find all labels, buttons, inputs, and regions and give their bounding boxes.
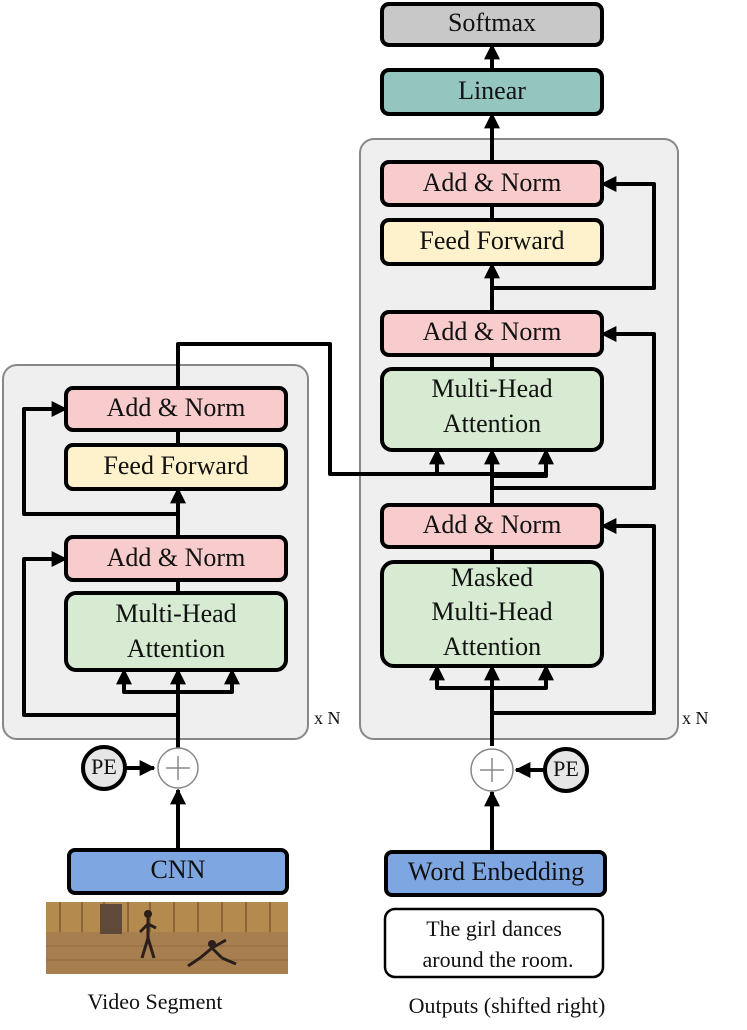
encoder-add-norm-bottom: Add & Norm xyxy=(64,535,288,582)
encoder-multi-head-attention: Multi-Head Attention xyxy=(64,591,288,672)
word-embedding-label: Word Enbedding xyxy=(408,857,584,886)
decoder-add-norm-top-label: Add & Norm xyxy=(423,168,562,197)
cnn-label: CNN xyxy=(151,855,206,884)
encoder-add-norm-bottom-label: Add & Norm xyxy=(107,543,246,572)
decoder-add-norm-mid: Add & Norm xyxy=(380,310,604,357)
decoder-pe-label: PE xyxy=(553,756,579,781)
decoder-cross-attention: Multi-Head Attention xyxy=(380,367,604,452)
decoder-add-norm-top: Add & Norm xyxy=(380,160,604,207)
outputs-shifted-label: Outputs (shifted right) xyxy=(409,993,606,1018)
decoder-add-norm-bottom: Add & Norm xyxy=(380,503,604,549)
cross-attention-label-line2: Attention xyxy=(443,409,541,438)
decoder-add-operator xyxy=(470,748,514,792)
caption-line2: around the room. xyxy=(423,947,574,972)
cross-attention-label-line1: Multi-Head xyxy=(431,374,552,403)
encoder-feed-forward: Feed Forward xyxy=(64,443,288,491)
caption-line1: The girl dances xyxy=(426,916,562,941)
decoder-masked-attention: Masked Multi-Head Attention xyxy=(380,560,604,668)
decoder-pe-node: PE xyxy=(543,747,589,793)
video-segment-label: Video Segment xyxy=(88,989,223,1014)
linear-label: Linear xyxy=(458,76,526,105)
encoder-repeat-label: x N xyxy=(314,708,341,728)
linear-block: Linear xyxy=(380,68,604,116)
decoder-add-norm-mid-label: Add & Norm xyxy=(423,317,562,346)
softmax-block: Softmax xyxy=(380,2,604,47)
word-embedding-block: Word Enbedding xyxy=(384,850,607,897)
encoder-pe-label: PE xyxy=(91,754,117,779)
encoder-pe-node: PE xyxy=(81,745,127,791)
video-frame-image xyxy=(46,902,288,974)
encoder-add-operator xyxy=(157,747,199,789)
decoder-add-norm-bottom-label: Add & Norm xyxy=(423,510,562,539)
encoder-feed-forward-label: Feed Forward xyxy=(103,451,248,480)
dancer-two xyxy=(187,938,237,968)
encoder-add-norm-top: Add & Norm xyxy=(64,386,288,432)
encoder-attention-label-line2: Attention xyxy=(127,634,225,663)
decoder-feed-forward-label: Feed Forward xyxy=(419,226,564,255)
softmax-label: Softmax xyxy=(448,8,536,37)
decoder-repeat-label: x N xyxy=(682,708,709,728)
masked-attention-label-line2: Multi-Head xyxy=(431,597,552,626)
caption-box: The girl dances around the room. xyxy=(383,907,605,979)
encoder-add-norm-top-label: Add & Norm xyxy=(107,393,246,422)
dancer-one xyxy=(138,910,157,959)
decoder-feed-forward: Feed Forward xyxy=(380,218,604,266)
encoder-connectors xyxy=(22,342,546,850)
encoder-attention-label-line1: Multi-Head xyxy=(115,599,236,628)
masked-attention-label-line1: Masked xyxy=(451,563,533,592)
masked-attention-label-line3: Attention xyxy=(443,632,541,661)
cnn-block: CNN xyxy=(67,848,289,895)
decoder-connectors xyxy=(429,43,656,852)
